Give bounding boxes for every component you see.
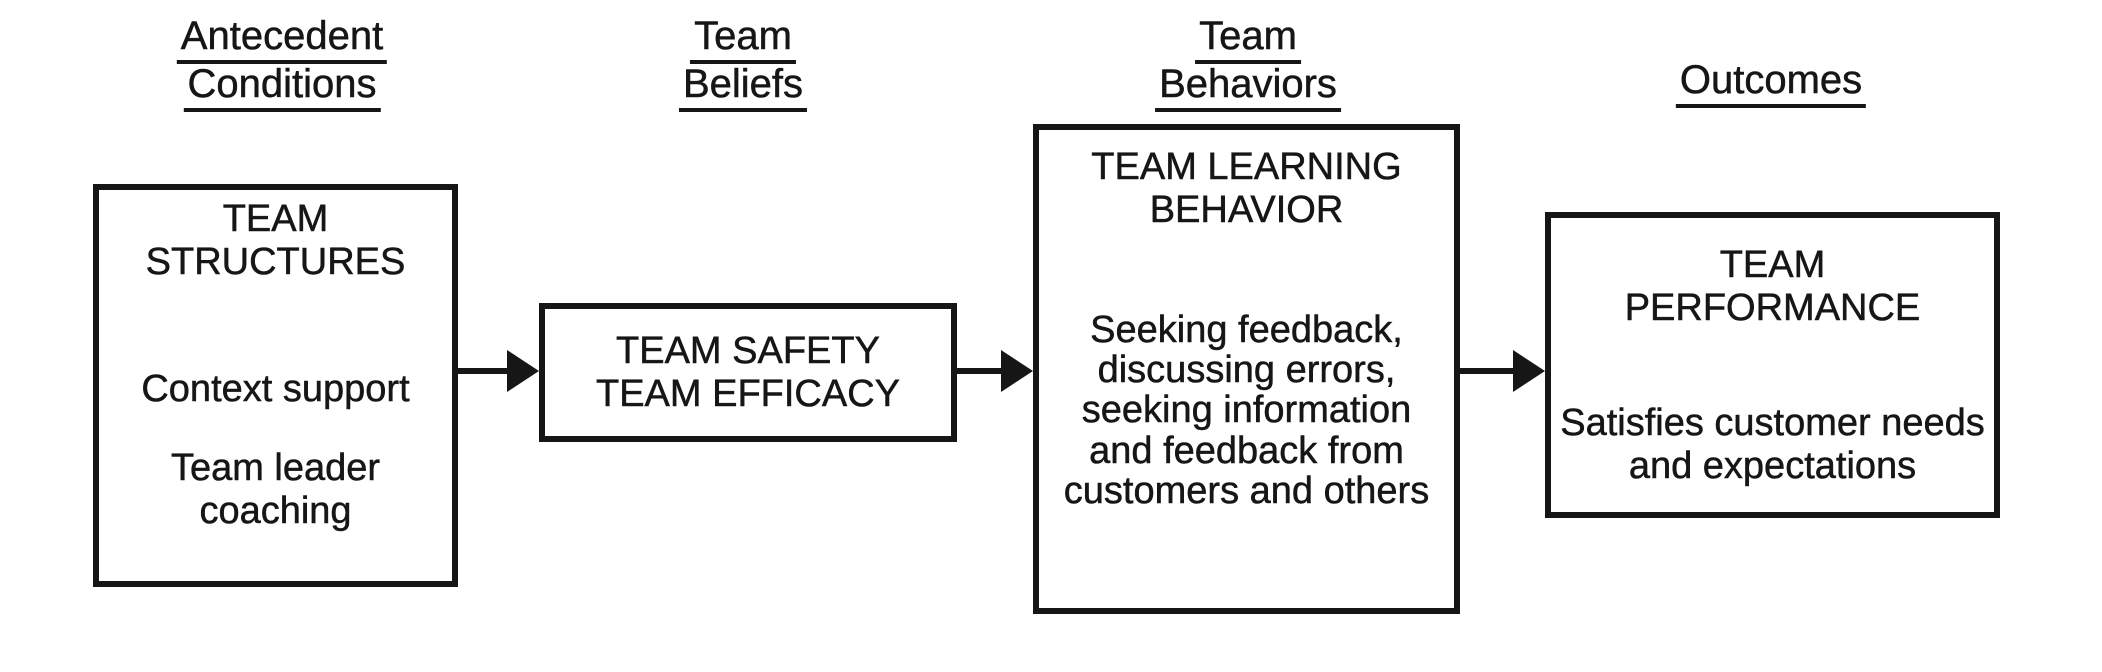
heading-line: Beliefs — [678, 64, 808, 112]
heading-line: Team — [690, 16, 796, 64]
box-title: TEAM STRUCTURES — [145, 198, 406, 284]
box-text-line: seeking information — [1081, 389, 1412, 432]
heading-line: Outcomes — [1675, 60, 1867, 108]
box-title-line: BEHAVIOR — [1149, 188, 1344, 231]
arrow-shaft — [957, 368, 1001, 374]
box-title-line: TEAM EFFICACY — [595, 372, 901, 415]
box-title-line: TEAM SAFETY — [616, 329, 880, 372]
column-heading-team-beliefs: Team Beliefs — [678, 16, 808, 112]
box-team-structures: TEAM STRUCTURES Context support Team lea… — [93, 184, 458, 587]
box-team-learning-behavior: TEAM LEARNING BEHAVIOR Seeking feedback,… — [1033, 124, 1460, 614]
box-title: TEAM PERFORMANCE — [1624, 244, 1921, 330]
box-item-context-support: Context support — [141, 367, 410, 411]
box-body: Satisfies customer needs and expectation… — [1560, 402, 1985, 488]
heading-line: Antecedent — [176, 16, 388, 64]
box-text-line: discussing errors, — [1097, 349, 1396, 392]
arrow-head — [507, 350, 539, 392]
box-title: TEAM LEARNING BEHAVIOR — [1091, 146, 1402, 232]
heading-line: Behaviors — [1155, 64, 1341, 112]
column-heading-team-behaviors: Team Behaviors — [1155, 16, 1341, 112]
box-body: Seeking feedback, discussing errors, see… — [1063, 308, 1430, 512]
box-team-safety-efficacy: TEAM SAFETY TEAM EFFICACY — [539, 303, 957, 442]
heading-line: Team — [1195, 16, 1301, 64]
column-heading-antecedent-conditions: Antecedent Conditions — [176, 16, 388, 112]
arrow-shaft — [1460, 368, 1513, 374]
box-text-line: and feedback from — [1089, 429, 1404, 472]
box-team-performance: TEAM PERFORMANCE Satisfies customer need… — [1545, 212, 2000, 518]
box-title-line: TEAM — [222, 198, 329, 240]
arrow-shaft — [458, 368, 507, 374]
box-title-line: TEAM LEARNING — [1091, 146, 1402, 188]
heading-line: Conditions — [183, 64, 381, 112]
box-text-line: customers and others — [1063, 469, 1430, 512]
box-text-line: Seeking feedback, — [1090, 308, 1403, 351]
box-title-line: PERFORMANCE — [1624, 286, 1921, 329]
flow-arrow-beliefs-to-behaviors — [957, 350, 1033, 392]
arrow-head — [1513, 350, 1545, 392]
box-title: TEAM SAFETY TEAM EFFICACY — [595, 329, 901, 416]
box-title-line: STRUCTURES — [145, 240, 406, 283]
box-text-line: coaching — [199, 489, 352, 532]
arrow-head — [1001, 350, 1033, 392]
box-text-line: Context support — [141, 367, 410, 410]
box-text-line: Team leader — [170, 446, 381, 489]
box-text-line: Satisfies customer needs — [1560, 401, 1985, 444]
box-text-line: and expectations — [1628, 444, 1917, 487]
column-heading-outcomes: Outcomes — [1675, 60, 1867, 108]
flow-arrow-behaviors-to-performance — [1460, 350, 1545, 392]
box-title-line: TEAM — [1719, 244, 1826, 286]
flow-arrow-structures-to-beliefs — [458, 350, 539, 392]
box-item-team-leader-coaching: Team leader coaching — [170, 446, 381, 533]
